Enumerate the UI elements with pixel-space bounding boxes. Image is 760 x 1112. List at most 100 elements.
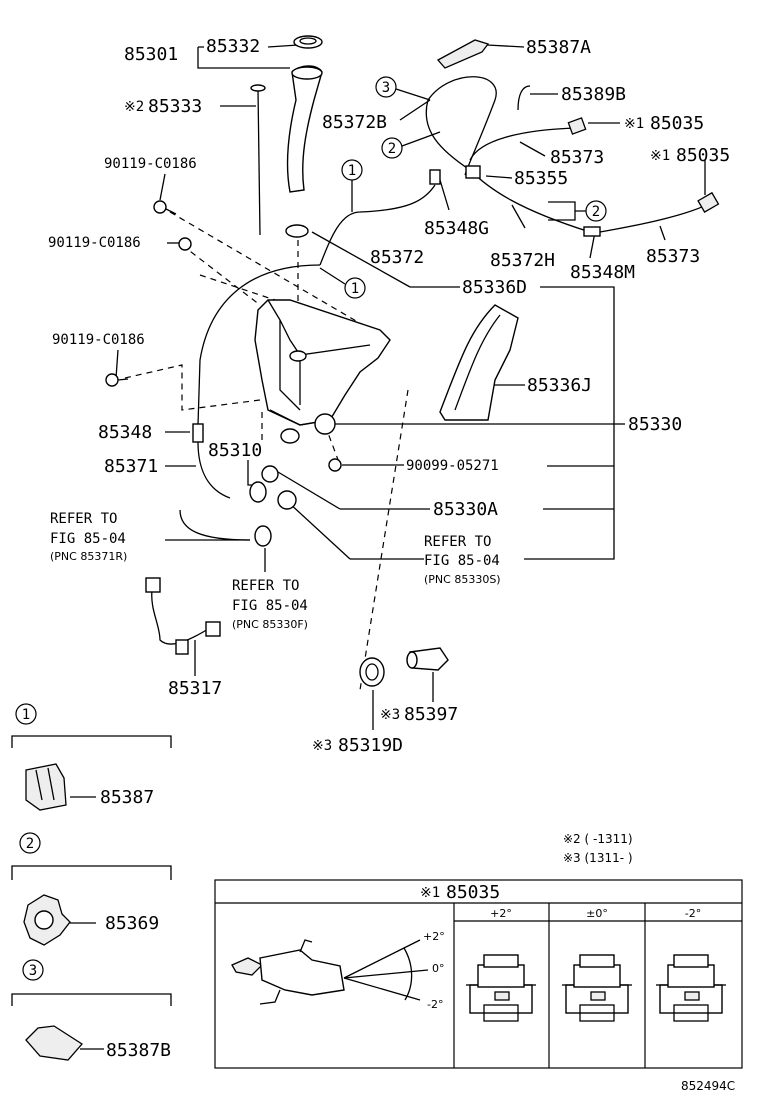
refer-85371R-line1: REFER TO: [50, 511, 117, 527]
label-85035-b-mark: ※1: [650, 148, 670, 164]
label-85332: 85332: [206, 36, 260, 57]
label-85369: 85369: [105, 913, 159, 934]
label-85336D: 85336D: [462, 277, 527, 298]
refer-85330F-line2: FIG 85-04: [232, 598, 308, 614]
detail-2-num: 2: [26, 836, 34, 852]
label-85371: 85371: [104, 456, 158, 477]
note-3: ※3 (1311- ): [563, 851, 633, 865]
label-85301: 85301: [124, 44, 178, 65]
bolt-90119-c: [105, 373, 119, 387]
pump-85310: [249, 481, 267, 503]
callout-1-top: 1: [348, 163, 356, 179]
bolt-90119-b: [178, 237, 192, 251]
nozzle-front-minus2: [656, 954, 726, 1022]
table-title-mark: ※1: [420, 885, 440, 901]
label-85330A: 85330A: [433, 499, 498, 520]
label-85387A: 85387A: [526, 37, 591, 58]
hose-85372B: [427, 76, 497, 176]
label-85348M: 85348M: [570, 262, 635, 283]
grommet-85336D: [285, 224, 309, 238]
harness-85317: [151, 589, 211, 645]
part-labels: 85301 85332 85387A 85389B ※2 85333 85372…: [48, 36, 730, 756]
label-85310: 85310: [208, 440, 262, 461]
grommet-85330A: [277, 490, 297, 510]
joint-85348: [192, 423, 204, 443]
label-85373-b: 85373: [646, 246, 700, 267]
detail-3-num: 3: [29, 963, 37, 979]
label-85387B: 85387B: [106, 1040, 171, 1061]
angle-zero: 0°: [432, 962, 445, 975]
refer-85330F-line3: (PNC 85330F): [232, 618, 308, 631]
label-85355: 85355: [514, 168, 568, 189]
nozzle-adjust-table: ※1 85035 +2° ±0° -2° +2° 0° -2°: [214, 879, 743, 1069]
clip-85387A: [436, 39, 490, 69]
label-90119-a: 90119-C0186: [104, 156, 197, 172]
label-85372H: 85372H: [490, 250, 555, 271]
label-90119-b: 90119-C0186: [48, 235, 141, 251]
hose-85372: [319, 184, 436, 266]
joint-85348G: [429, 169, 441, 185]
label-85348: 85348: [98, 422, 152, 443]
parts: [105, 35, 720, 687]
document-id: 852494C: [681, 1079, 735, 1093]
label-85333-mark: ※2: [124, 99, 144, 115]
col-head-plus2: +2°: [490, 907, 512, 920]
label-85317: 85317: [168, 678, 222, 699]
label-85319D: 85319D: [338, 735, 403, 756]
tjoint-85355: [465, 165, 481, 179]
note-2: ※2 ( -1311): [563, 832, 633, 846]
hose-85389B: [517, 85, 531, 111]
label-85372: 85372: [370, 247, 424, 268]
callout-3-top: 3: [382, 80, 390, 96]
washer-tank-85330: [254, 299, 391, 444]
callouts: 3 2 1 2 1: [319, 76, 607, 299]
refer-85330S-line3: (PNC 85330S): [424, 573, 501, 586]
label-85348G: 85348G: [424, 218, 489, 239]
label-85397: 85397: [404, 704, 458, 725]
refer-85371R-line2: FIG 85-04: [50, 531, 126, 547]
callout-2-top: 2: [388, 141, 396, 157]
label-85373-a: 85373: [550, 147, 604, 168]
label-85035-a-mark: ※1: [624, 116, 644, 132]
clip-85387B: [25, 1025, 83, 1061]
nozzle-front-zero: [562, 954, 632, 1022]
col-head-minus2: -2°: [685, 907, 701, 920]
angle-plus2: +2°: [423, 930, 445, 943]
label-85387: 85387: [100, 787, 154, 808]
pump-85330F: [254, 525, 272, 547]
callout-2-right: 2: [592, 204, 600, 220]
hose-85373-b: [599, 201, 713, 233]
callout-1-mid: 1: [351, 281, 359, 297]
leader-lines: [70, 44, 706, 1050]
dipstick-85333: [257, 89, 261, 236]
detail-boxes: 1 85387 2 85369 3 85387B: [11, 703, 172, 1061]
hose-85371: [197, 441, 231, 499]
refer-85330S-line1: REFER TO: [424, 534, 491, 550]
grommet-85319D: [359, 657, 385, 687]
label-90119-c: 90119-C0186: [52, 332, 145, 348]
label-85319D-mark: ※3: [312, 738, 332, 754]
filler-neck-85301: [286, 65, 323, 193]
table-title-part: 85035: [446, 882, 500, 903]
nozzle-85035-a: [567, 117, 587, 135]
label-85035-a: 85035: [650, 113, 704, 134]
label-85336J: 85336J: [527, 375, 592, 396]
hose-85373-a: [469, 127, 576, 161]
col-head-zero: ±0°: [586, 907, 608, 920]
nozzle-front-plus2: [466, 954, 536, 1022]
joint-85348M: [583, 226, 601, 237]
refer-85371R-line3: (PNC 85371R): [50, 550, 127, 563]
shroud-85336J: [439, 304, 519, 421]
label-85035-b: 85035: [676, 145, 730, 166]
label-85333: 85333: [148, 96, 202, 117]
refer-85330F-line1: REFER TO: [232, 578, 299, 594]
label-85397-mark: ※3: [380, 707, 400, 723]
nozzle-85035-b: [697, 191, 720, 213]
label-85389B: 85389B: [561, 84, 626, 105]
detail-1-num: 1: [22, 707, 30, 723]
clip-85387: [25, 763, 67, 811]
nut-90099: [328, 458, 342, 472]
nozzle-side-view: +2° 0° -2°: [231, 930, 445, 1011]
label-90099: 90099-05271: [406, 458, 499, 474]
